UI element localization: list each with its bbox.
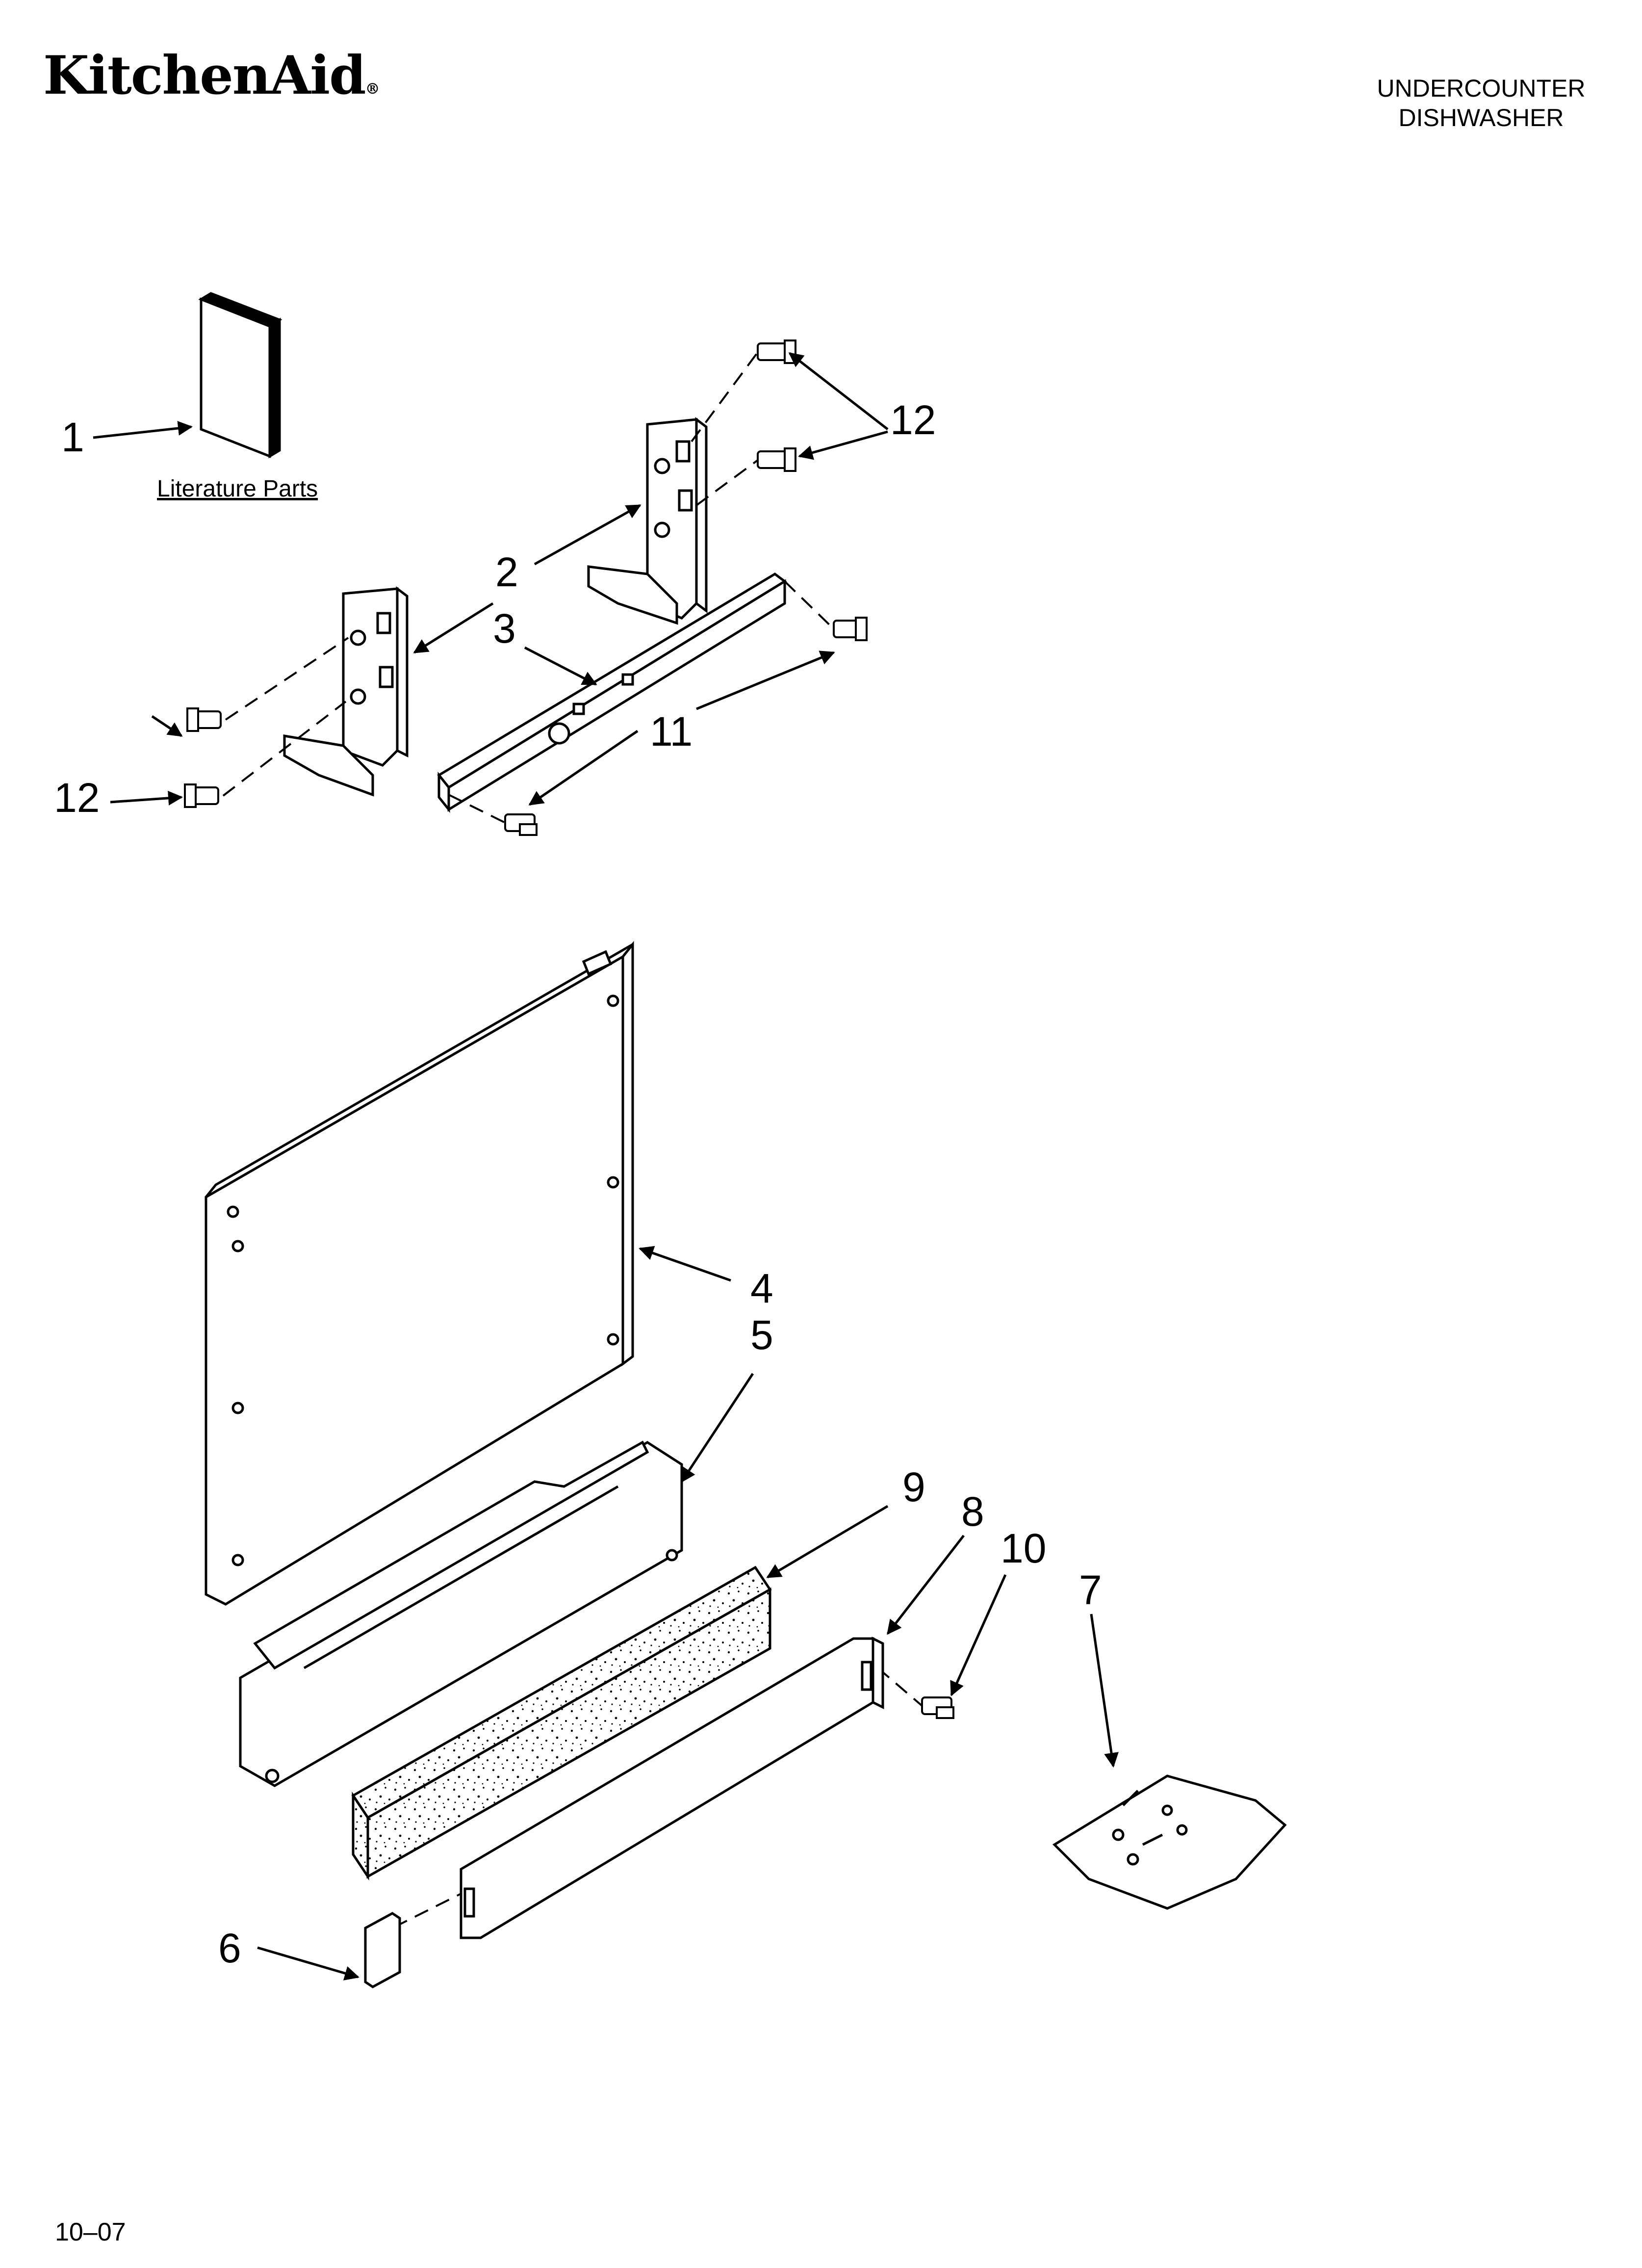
callout-3: 3 <box>493 605 516 652</box>
callout-2: 2 <box>495 549 518 595</box>
screw-11-right <box>833 617 868 641</box>
page-title: UNDERCOUNTER DISHWASHER <box>1295 74 1642 132</box>
screw-12-mid <box>186 707 222 732</box>
brand-name: KitchenAid <box>43 45 366 106</box>
insulation-foam <box>351 1565 772 1881</box>
screw-10 <box>921 1696 954 1719</box>
screw-12-top-a <box>757 339 796 364</box>
toe-panel <box>460 1636 884 1939</box>
access-panel <box>205 940 634 1606</box>
callout-6: 6 <box>218 1925 241 1971</box>
callout-12-top: 12 <box>890 397 936 443</box>
title-line-1: UNDERCOUNTER <box>1377 75 1586 102</box>
leader-arrows <box>93 352 1119 1981</box>
kitchenaid-logo: KitchenAid® <box>43 49 380 102</box>
left-mounting-bracket <box>283 586 409 797</box>
date-code: 10–07 <box>55 2218 126 2246</box>
callout-7: 7 <box>1079 1567 1102 1613</box>
kick-plate-bracket <box>239 1440 683 1787</box>
callout-5: 5 <box>750 1312 773 1358</box>
callout-9: 9 <box>902 1464 925 1510</box>
right-mounting-bracket <box>587 417 708 625</box>
literature-booklet <box>198 292 282 459</box>
literature-parts-label: Literature Parts <box>157 476 318 502</box>
screw-11-left <box>504 813 538 836</box>
screw-12-low <box>184 783 219 808</box>
callout-4: 4 <box>750 1265 773 1311</box>
toe-panel-clip <box>364 1912 401 1988</box>
registered-mark: ® <box>365 80 380 98</box>
callout-10: 10 <box>1001 1525 1046 1571</box>
screw-12-top-b <box>757 447 796 472</box>
title-line-2: DISHWASHER <box>1398 104 1564 131</box>
mounting-rail <box>437 572 787 813</box>
callout-1: 1 <box>61 414 84 460</box>
callout-8: 8 <box>961 1488 984 1535</box>
callout-11: 11 <box>650 708 693 755</box>
callout-12-mid: 12 <box>54 775 100 821</box>
dashed-leaders <box>222 351 923 1939</box>
installation-parts-bag <box>1052 1774 1287 1910</box>
